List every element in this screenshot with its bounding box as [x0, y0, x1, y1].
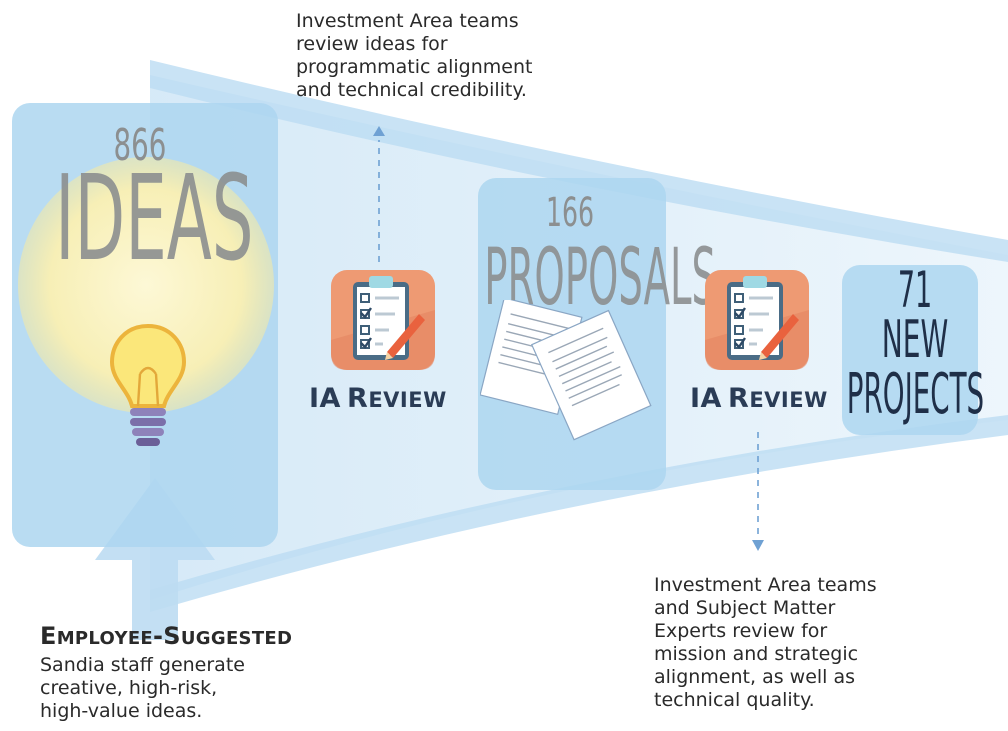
bottom-note-line: and Subject Matter — [654, 597, 836, 619]
employee-title-part: -S — [153, 622, 181, 650]
ia-review-2-label: IA REVIEW — [690, 383, 850, 414]
review-label-part: IA — [309, 383, 341, 414]
employee-body-line: Sandia staff generate — [40, 654, 245, 676]
dashed-arrow-down-head — [752, 540, 764, 551]
top-note-line: and technical credibility. — [296, 79, 527, 101]
review-label-part: R — [728, 383, 750, 414]
ideas-count: 866 — [113, 120, 167, 171]
review-label-part: IA — [690, 383, 722, 414]
employee-title-part: MPLOYEE — [56, 628, 154, 649]
projects-count: 71 — [897, 261, 933, 319]
lightbulb-icon — [109, 323, 187, 446]
bottom-note-line: Experts review for — [654, 620, 828, 642]
proposals-count: 166 — [545, 190, 595, 236]
ia-review-1-icon — [331, 270, 435, 374]
projects-label-line1: NEW — [881, 310, 949, 370]
employee-title-part: UGGESTED — [180, 628, 293, 649]
bulb-glow — [18, 157, 274, 413]
projects-stage-box — [842, 265, 978, 435]
top-note-line: Investment Area teams — [296, 10, 519, 32]
top-note-line: review ideas for — [296, 33, 448, 55]
review-label-part: R — [347, 383, 369, 414]
bottom-note-line: technical quality. — [654, 689, 815, 711]
dashed-arrow-up-head — [373, 126, 385, 136]
ideas-label: IDEAS — [55, 149, 254, 287]
employee-body-line: high-value ideas. — [40, 700, 203, 722]
bottom-note-line: mission and strategic — [654, 643, 859, 665]
funnel-bottom-edge — [150, 415, 1008, 612]
funnel-top-edge — [150, 60, 1008, 262]
employee-title-part: E — [40, 622, 57, 650]
bottom-note-line: Investment Area teams — [654, 574, 877, 596]
bottom-right-note: Investment Area teams and Subject Matter… — [654, 574, 954, 712]
employee-body-line: creative, high-risk, — [40, 677, 218, 699]
review-label-part: EVIEW — [368, 388, 447, 412]
employee-suggested-title: EMPLOYEE-SUGGESTED — [40, 622, 320, 650]
projects-label-line2: PROJECTS — [846, 362, 985, 427]
employee-up-arrow — [95, 478, 215, 640]
top-note-line: programmatic alignment — [296, 56, 533, 78]
proposal-documents-icon — [480, 300, 652, 441]
bottom-note-line: alignment, as well as — [654, 666, 856, 688]
ia-review-1-label: IA REVIEW — [309, 383, 469, 414]
employee-suggested-body: Sandia staff generate creative, high-ris… — [40, 654, 320, 723]
ia-review-2-icon — [705, 270, 809, 374]
top-note: Investment Area teams review ideas for p… — [296, 10, 586, 102]
review-label-part: EVIEW — [749, 388, 828, 412]
